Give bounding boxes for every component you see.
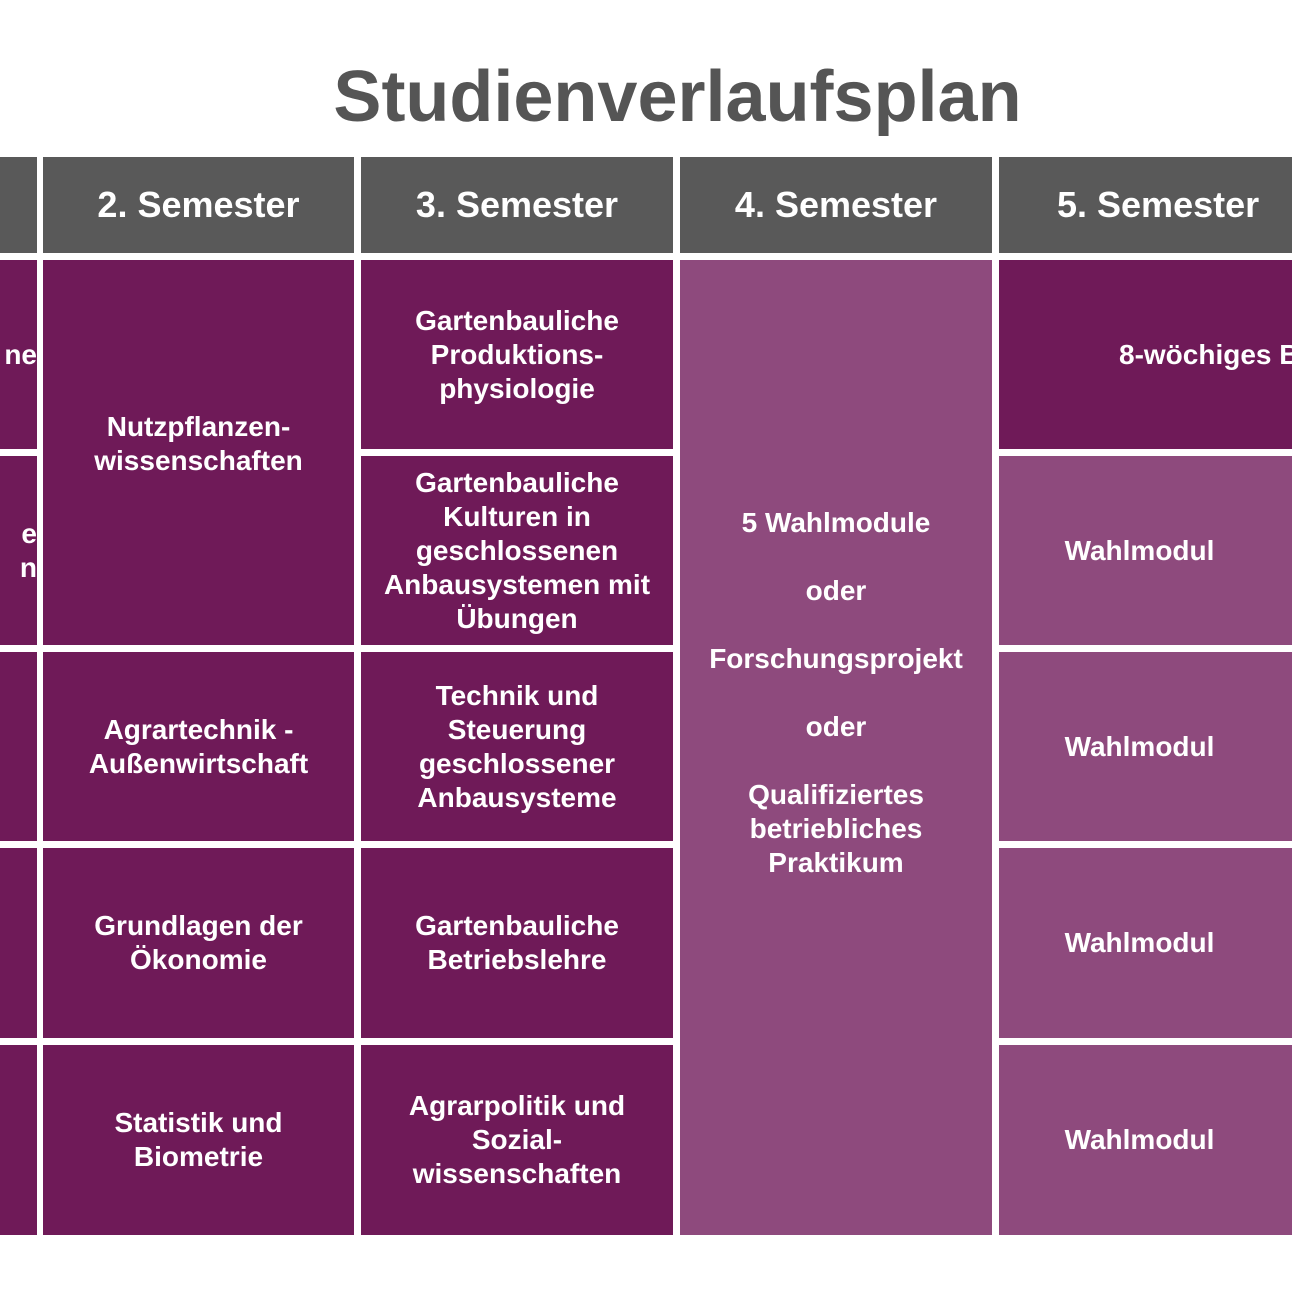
module-label: Technik und Steuerung geschlossener Anba… bbox=[417, 679, 617, 813]
module-label: Gartenbauliche Betriebslehre bbox=[415, 910, 619, 975]
module-label: e n bbox=[19, 517, 37, 583]
header-semester-4: 4. Semester bbox=[680, 157, 992, 253]
module-cell-s3-r3: Technik und Steuerung geschlossener Anba… bbox=[361, 652, 673, 841]
module-cell-s1-r5 bbox=[0, 1045, 37, 1235]
header-semester-3: 3. Semester bbox=[361, 157, 673, 253]
module-cell-s2-r3: Agrartechnik - Außenwirtschaft bbox=[43, 652, 354, 841]
module-label: Statistik und Biometrie bbox=[114, 1107, 283, 1172]
module-label: Agrarpolitik und Sozial- wissenschaften bbox=[408, 1090, 626, 1189]
header-label: 5. Semester bbox=[1057, 184, 1260, 225]
header-semester-2: 2. Semester bbox=[43, 157, 354, 253]
module-cell-s5-r4: Wahlmodul bbox=[999, 848, 1292, 1038]
module-cell-s1-r2: e n bbox=[0, 456, 37, 645]
module-cell-s5-r3: Wahlmodul bbox=[999, 652, 1292, 841]
module-label: Wahlmodul bbox=[1064, 534, 1215, 566]
module-label: Wahlmodul bbox=[1064, 1124, 1215, 1155]
module-cell-s5-r5: Wahlmodul bbox=[999, 1045, 1292, 1235]
header-label: 3. Semester bbox=[415, 184, 619, 225]
module-cell-s2-r1: Nutzpflanzen- wissenschaften bbox=[43, 260, 354, 645]
module-label: Agrartechnik - Außenwirtschaft bbox=[88, 713, 309, 779]
module-label: Nutzpflanzen- wissenschaften bbox=[94, 410, 303, 476]
module-cell-s3-r4: Gartenbauliche Betriebslehre bbox=[361, 848, 673, 1038]
module-cell-s2-r5: Statistik und Biometrie bbox=[43, 1045, 354, 1235]
module-label: Grundlagen der Ökonomie bbox=[94, 910, 303, 975]
module-cell-s3-r5: Agrarpolitik und Sozial- wissenschaften bbox=[361, 1045, 673, 1235]
module-cell-s1-r4 bbox=[0, 848, 37, 1038]
module-cell-s4-merged: 5 Wahlmodule oder Forschungsprojekt oder… bbox=[680, 260, 992, 1235]
module-label: Gartenbauliche Kulturen in geschlossenen… bbox=[383, 466, 651, 634]
module-label: ne bbox=[4, 338, 37, 370]
module-cell-s5-r2: Wahlmodul bbox=[999, 456, 1292, 645]
module-cell-s3-r1: Gartenbauliche Produktions- physiologie bbox=[361, 260, 673, 449]
module-label: Gartenbauliche Produktions- physiologie bbox=[415, 304, 619, 404]
module-cell-s3-r2: Gartenbauliche Kulturen in geschlossenen… bbox=[361, 456, 673, 645]
module-cell-s1-r3 bbox=[0, 652, 37, 841]
module-cell-s1-r1: ne bbox=[0, 260, 37, 449]
header-label: 2. Semester bbox=[97, 184, 300, 225]
module-label: Wahlmodul bbox=[1064, 927, 1215, 958]
module-label: Wahlmodul bbox=[1064, 730, 1215, 762]
module-label: 5 Wahlmodule oder Forschungsprojekt oder… bbox=[709, 506, 963, 878]
header-semester-1 bbox=[0, 157, 37, 253]
module-cell-s5-r1: 8-wöchiges B bbox=[999, 260, 1292, 449]
header-semester-5: 5. Semester bbox=[999, 157, 1292, 253]
module-cell-s2-r4: Grundlagen der Ökonomie bbox=[43, 848, 354, 1038]
module-label: 8-wöchiges B bbox=[1119, 338, 1292, 370]
header-label: 4. Semester bbox=[734, 184, 938, 225]
page-title: Studienverlaufsplan bbox=[333, 57, 1022, 137]
